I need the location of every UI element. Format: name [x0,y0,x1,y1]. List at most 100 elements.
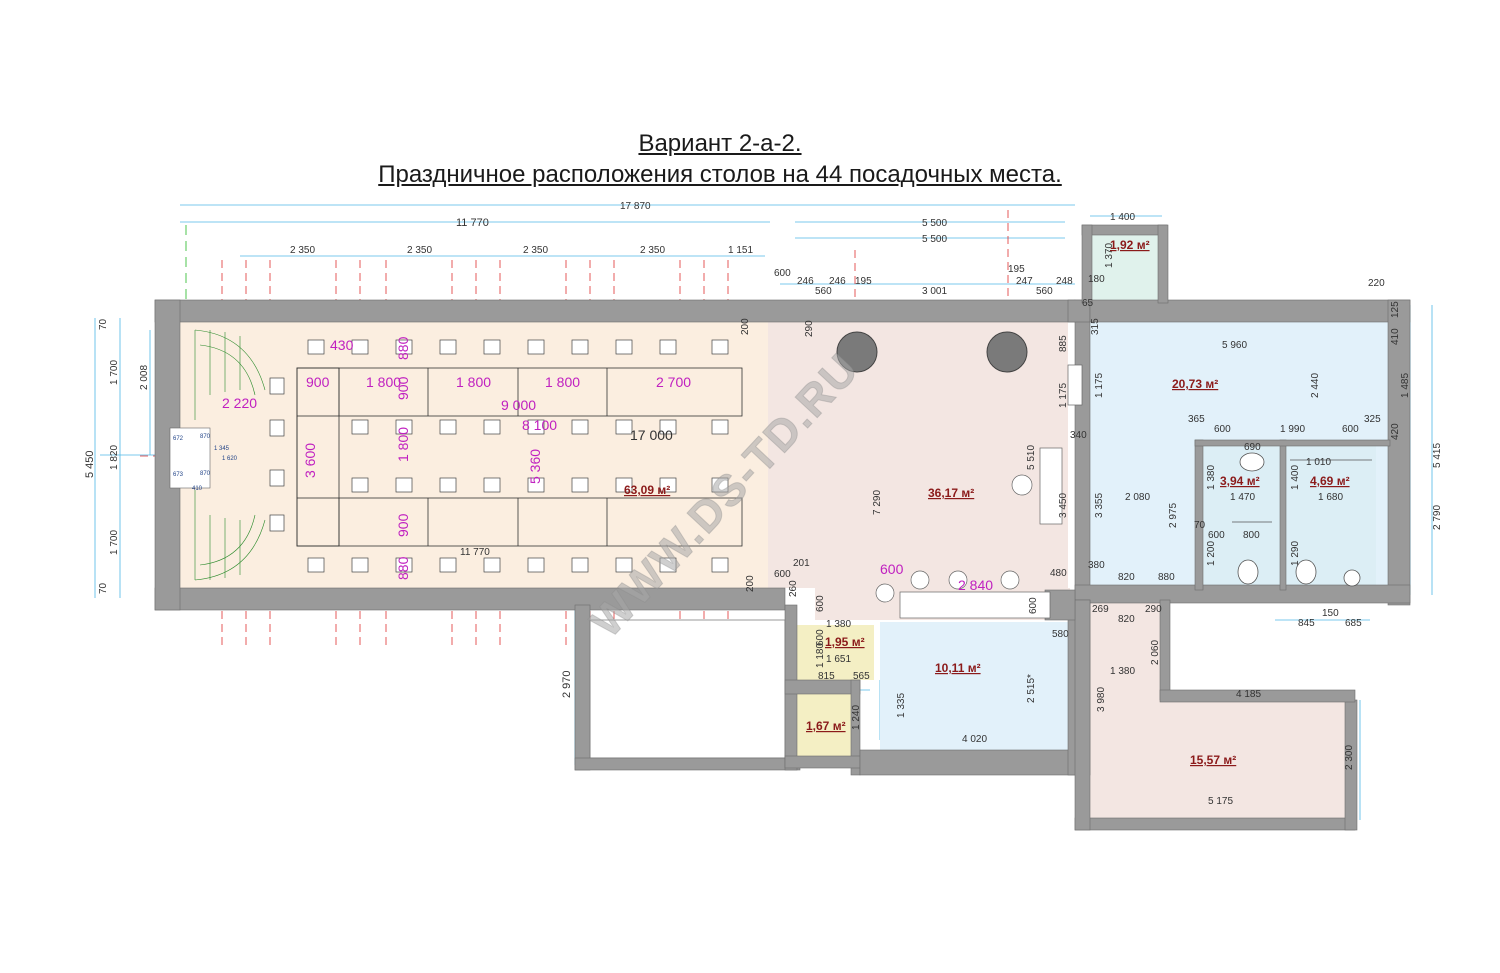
svg-text:2 970: 2 970 [561,670,573,698]
svg-text:125: 125 [1390,301,1401,318]
svg-text:1 400: 1 400 [1110,212,1135,223]
area-small-a: 1,95 м² [825,635,865,649]
svg-text:1 820: 1 820 [109,445,120,470]
small-a-floor [796,625,874,680]
svg-text:600: 600 [815,595,826,612]
area-bottom-right: 15,57 м² [1190,753,1236,767]
svg-text:17 870: 17 870 [620,201,651,212]
svg-text:7 290: 7 290 [872,490,883,515]
dimension-texts: 17 870 11 770 5 500 5 500 1 400 2 350 2 … [84,201,1443,807]
svg-text:2 080: 2 080 [1125,492,1150,503]
svg-text:1 700: 1 700 [109,530,120,555]
svg-text:1 990: 1 990 [1280,424,1305,435]
svg-text:290: 290 [804,320,815,337]
table-dimensions: 430 880 900 1 800 1 800 1 800 2 700 9 00… [222,336,993,593]
svg-text:1 700: 1 700 [109,360,120,385]
svg-text:325: 325 [1364,414,1381,425]
svg-text:11 770: 11 770 [460,547,490,558]
svg-text:2 350: 2 350 [640,245,665,256]
svg-text:3 355: 3 355 [1094,493,1105,518]
svg-text:815: 815 [818,671,835,682]
plan-title: Вариант 2-а-2. Праздничное расположения … [0,128,1440,190]
svg-text:2 790: 2 790 [1432,505,1443,530]
svg-text:195: 195 [855,276,872,287]
svg-text:70: 70 [98,318,109,330]
area-labels: 63,09 м² 36,17 м² 20,73 м² 1,92 м² 3,94 … [624,238,1350,767]
stairs [194,329,266,581]
svg-text:5 500: 5 500 [922,218,947,229]
svg-text:5 500: 5 500 [922,234,947,245]
svg-text:8 100: 8 100 [522,417,557,433]
svg-text:410: 410 [192,486,203,492]
svg-text:1 370: 1 370 [1104,243,1115,268]
plant-decor [836,331,1028,373]
svg-text:600: 600 [1028,597,1039,614]
svg-text:5 360: 5 360 [527,449,543,484]
svg-text:845: 845 [1298,618,1315,629]
svg-text:1 680: 1 680 [1318,492,1343,503]
svg-text:820: 820 [1118,614,1135,625]
svg-text:269: 269 [1092,604,1109,615]
svg-text:2 300: 2 300 [1344,745,1355,770]
svg-text:1 470: 1 470 [1230,492,1255,503]
area-top-small: 1,92 м² [1110,238,1150,252]
svg-text:430: 430 [330,337,354,353]
svg-text:5 510: 5 510 [1026,445,1037,470]
svg-text:600: 600 [774,268,791,279]
svg-text:600: 600 [1342,424,1359,435]
svg-text:1 290: 1 290 [1290,541,1301,566]
svg-text:900: 900 [306,374,330,390]
svg-text:2 975: 2 975 [1168,503,1179,528]
svg-text:70: 70 [1194,520,1206,531]
svg-text:246: 246 [797,276,814,287]
svg-text:600: 600 [1214,424,1231,435]
svg-text:600: 600 [880,561,904,577]
banquet-tables [296,367,743,547]
area-hall: 63,09 м² [624,483,670,497]
svg-text:65: 65 [1082,298,1094,309]
chairs [269,339,729,573]
svg-text:2 008: 2 008 [139,365,150,390]
svg-text:200: 200 [745,575,756,592]
bottom-right-floor [1090,600,1345,818]
walls [154,224,1411,831]
svg-text:2 350: 2 350 [290,245,315,256]
svg-text:220: 220 [1368,278,1385,289]
svg-text:1 380: 1 380 [1206,465,1217,490]
svg-text:1 800: 1 800 [366,374,401,390]
svg-text:1 800: 1 800 [395,427,411,462]
svg-text:340: 340 [1070,430,1087,441]
svg-text:5 175: 5 175 [1208,796,1233,807]
svg-text:1 400: 1 400 [1290,465,1301,490]
svg-text:600: 600 [815,629,826,646]
svg-text:1 175: 1 175 [1058,383,1069,408]
title-line-1: Вариант 2-а-2. [638,130,802,157]
svg-text:410: 410 [1390,328,1401,345]
svg-text:1 151: 1 151 [728,245,753,256]
toilets [1232,452,1372,587]
svg-text:1 345: 1 345 [214,446,230,452]
svg-text:420: 420 [1390,423,1401,440]
svg-text:1 240: 1 240 [851,705,862,730]
svg-text:1 800: 1 800 [545,374,580,390]
svg-text:200: 200 [740,318,751,335]
svg-text:1 620: 1 620 [222,456,238,462]
svg-text:5 960: 5 960 [1222,340,1247,351]
svg-text:2 440: 2 440 [1310,373,1321,398]
svg-text:150: 150 [1322,608,1339,619]
svg-text:1 010: 1 010 [1306,457,1331,468]
svg-text:870: 870 [200,471,211,477]
svg-text:3 001: 3 001 [922,286,947,297]
svg-text:9 000: 9 000 [501,397,536,413]
area-bottom-mid: 10,11 м² [935,661,981,675]
svg-text:180: 180 [1088,274,1105,285]
svg-text:2 700: 2 700 [656,374,691,390]
area-lobby: 36,17 м² [928,486,974,500]
hall-floor [180,322,768,588]
area-wc1: 3,94 м² [1220,474,1260,488]
svg-text:5 450: 5 450 [84,450,96,478]
svg-text:685: 685 [1345,618,1362,629]
svg-text:4 020: 4 020 [962,734,987,745]
svg-text:248: 248 [1056,276,1073,287]
